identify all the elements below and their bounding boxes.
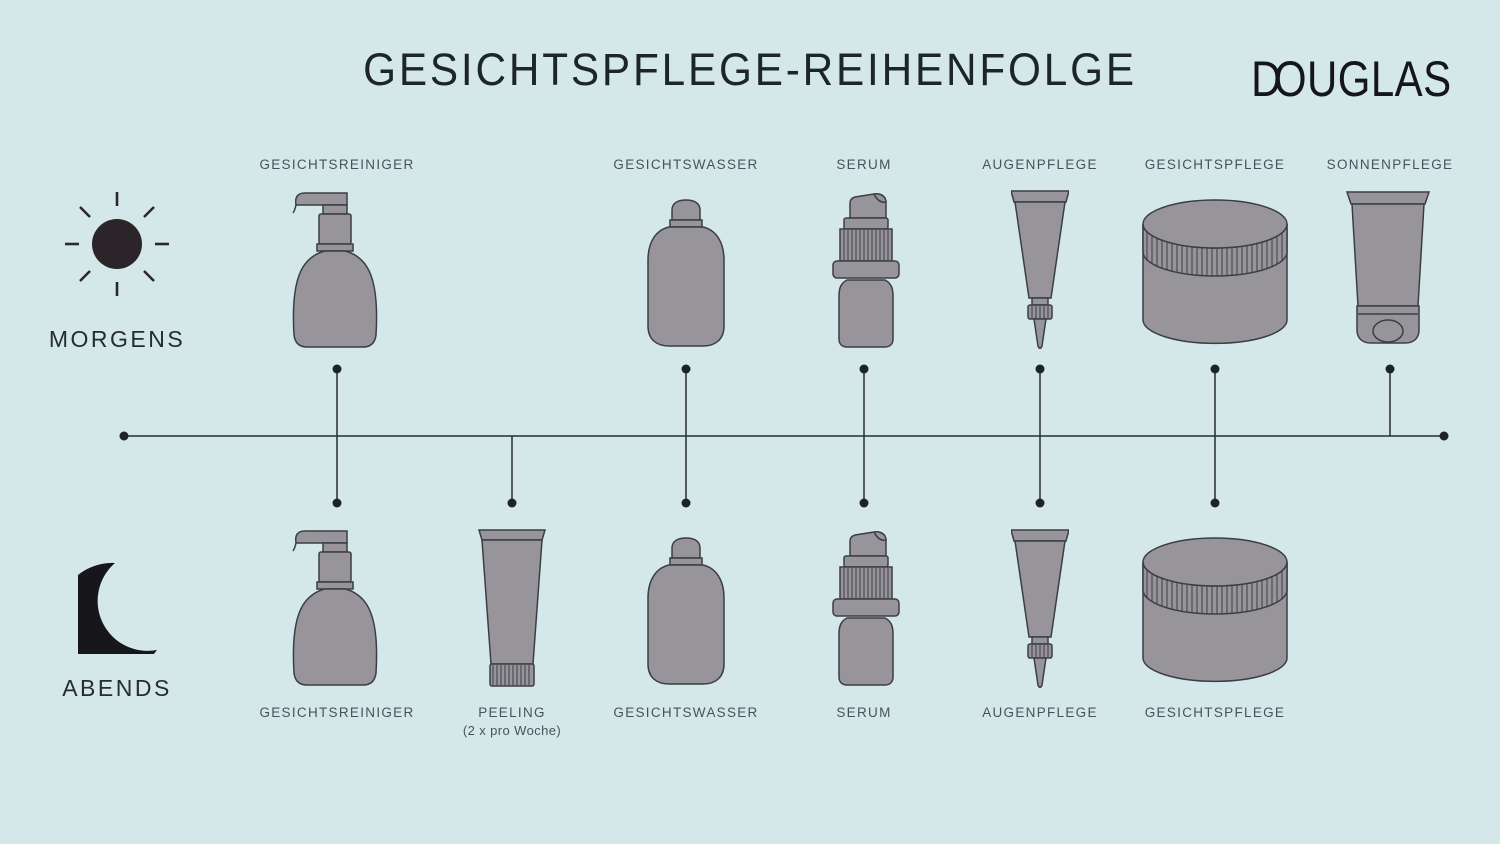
product-label-morning-serum: SERUM [836,157,892,172]
toner-bottle-illustration [646,198,726,348]
product-label-morning-toner: GESICHTSWASSER [613,157,759,172]
product-label-morning-facecare: GESICHTSPFLEGE [1144,157,1286,172]
serum-bottle-illustration [830,531,902,686]
pump-bottle-illustration [288,190,386,348]
product-label-morning-suncare: SONNENPFLEGE [1326,157,1454,172]
product-label-evening-peeling: PEELING [478,705,546,720]
period-label-abends: ABENDS [62,675,172,701]
product-label-evening-cleanser: GESICHTSREINIGER [259,705,415,720]
cream-jar-illustration [1142,534,1288,684]
serum-bottle-illustration [830,193,902,348]
eye-tube-illustration [1011,189,1069,352]
brand-logo: DOUGLAS [1251,51,1452,107]
product-sublabel-peeling-frequency: (2 x pro Woche) [462,723,562,738]
product-label-morning-cleanser: GESICHTSREINIGER [259,157,415,172]
product-label-morning-eyecare: AUGENPFLEGE [982,157,1098,172]
period-label-morgens: MORGENS [48,326,186,352]
pump-bottle-illustration [288,528,386,686]
toner-bottle-illustration [646,536,726,686]
product-label-evening-eyecare: AUGENPFLEGE [982,705,1098,720]
cream-jar-illustration [1142,196,1288,346]
page-title: GESICHTSPFLEGE-REIHENFOLGE [363,44,1137,95]
peeling-tube-illustration [476,528,548,688]
product-label-evening-serum: SERUM [836,705,892,720]
eye-tube-illustration [1011,528,1069,691]
moon-icon [78,562,157,654]
product-label-evening-facecare: GESICHTSPFLEGE [1144,705,1286,720]
product-label-evening-toner: GESICHTSWASSER [613,705,759,720]
sunscreen-tube-illustration [1344,190,1432,345]
sun-icon [65,192,169,296]
